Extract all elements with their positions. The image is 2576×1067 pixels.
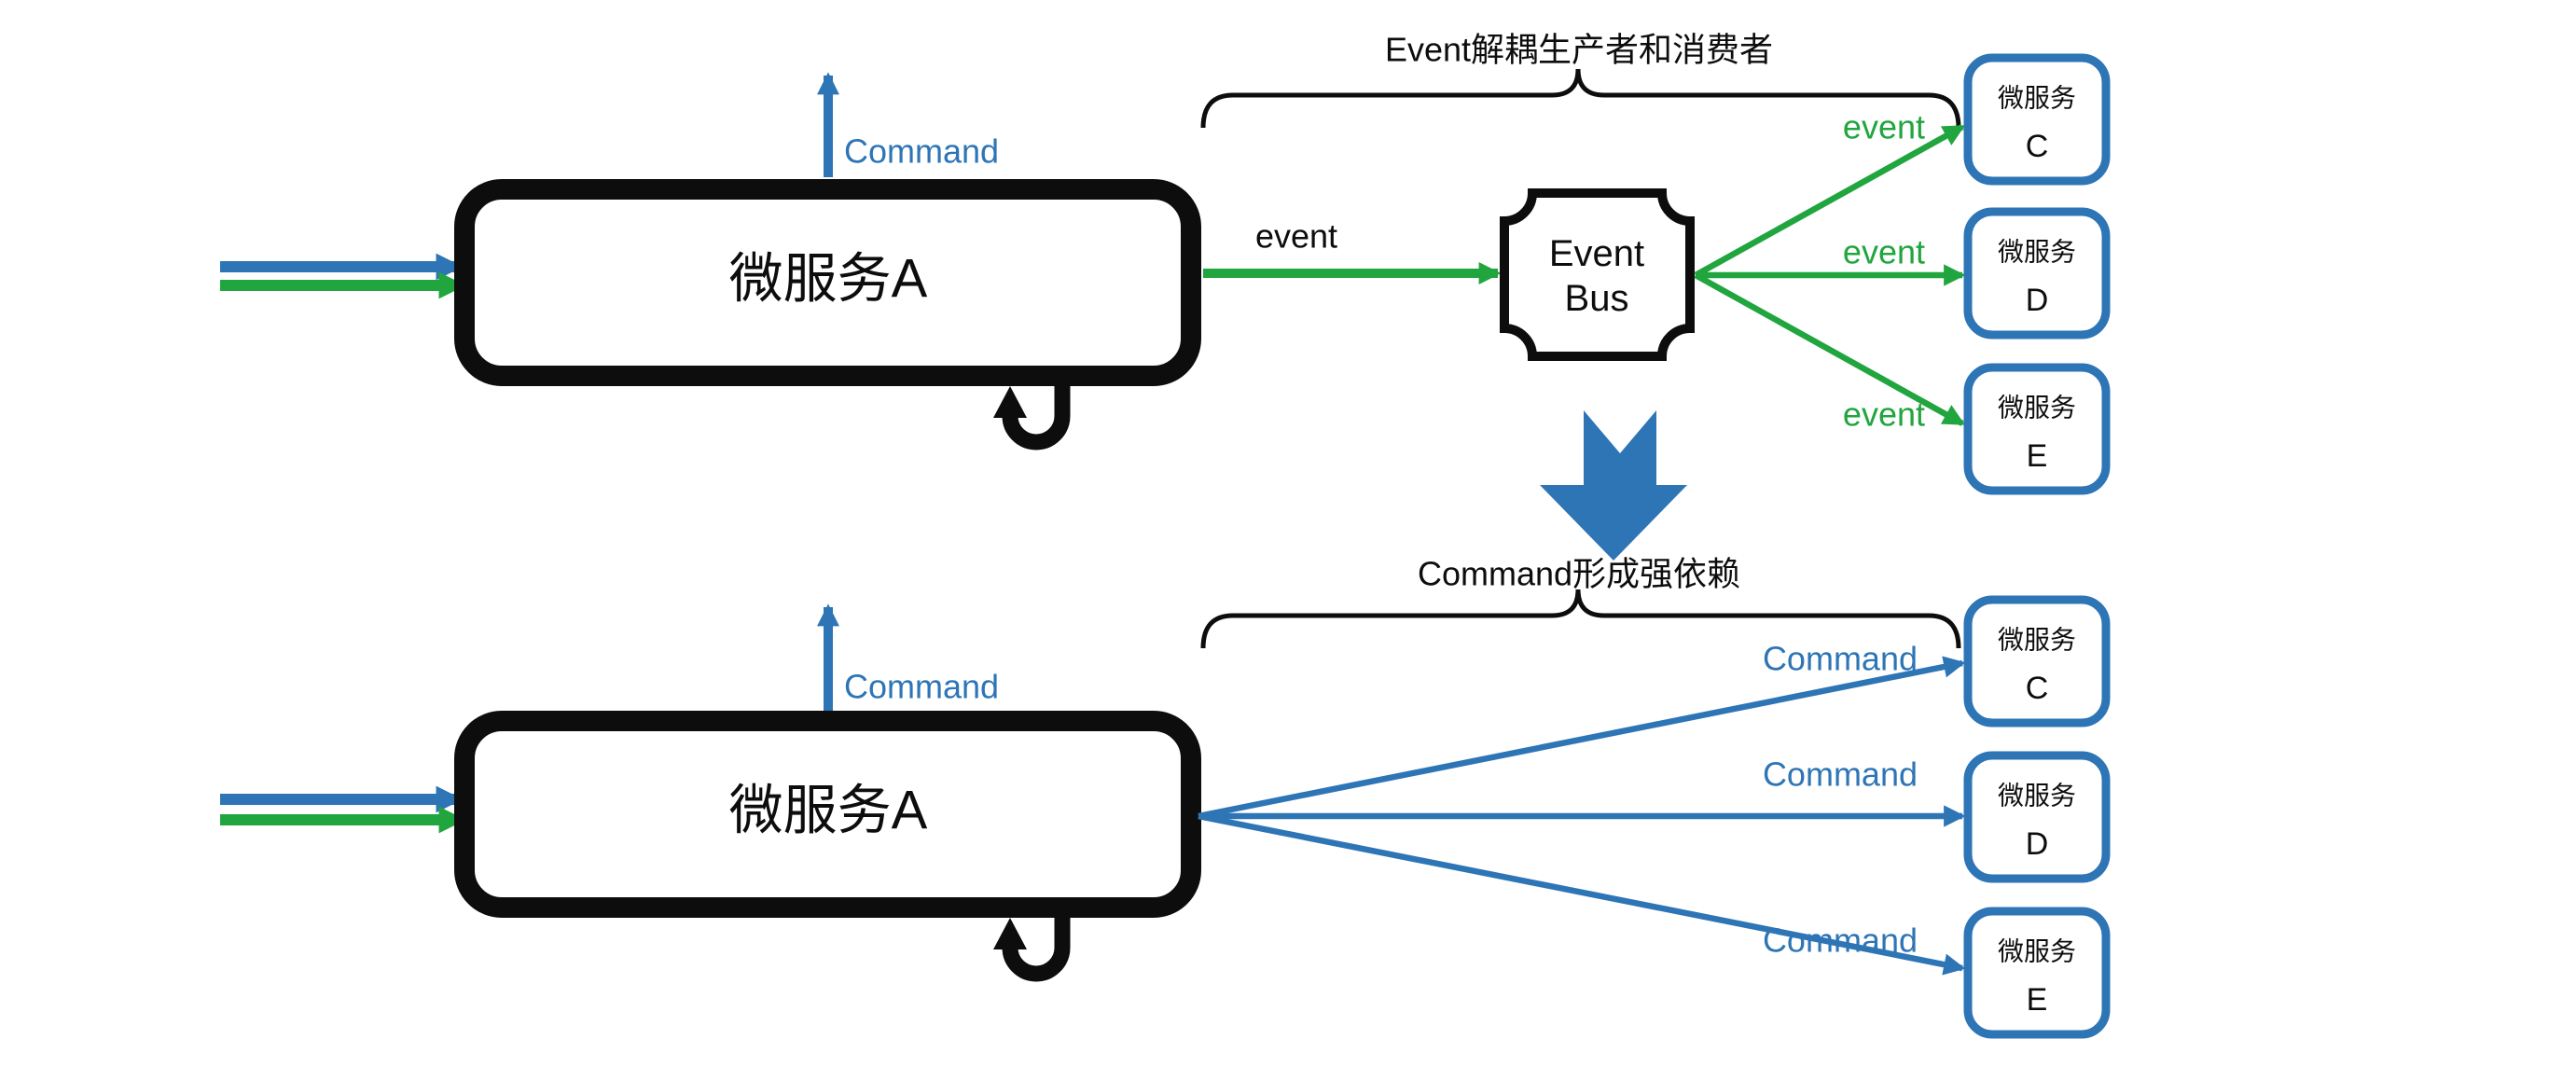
top-service-e: 微服务 E [1963,363,2111,495]
bottom-service-c-box [1963,595,2111,728]
top-service-c-box [1963,53,2111,186]
top-service-e-line2: E [2027,438,2048,474]
top-service-d-line1: 微服务 [1998,238,2076,267]
top-service-d-box [1963,207,2111,340]
top-self-loop [1002,369,1071,450]
top-fan-label-d: event [1843,233,1925,271]
top-title: Event解耦生产者和消费者 [1385,31,1773,69]
bottom-service-e-line1: 微服务 [1998,937,2076,966]
bottom-service-d-box [1963,751,2111,883]
bottom-fan-arrow-e [1198,812,1966,976]
top-service-a-label: 微服务A [729,249,928,310]
event-bus-label-line1: Event [1549,233,1644,274]
top-command-label: Command [844,132,999,171]
top-service-e-box [1963,363,2111,495]
top-service-a-box [454,179,1201,386]
bottom-self-loop-arrowhead [993,918,1027,949]
bottom-service-d-line1: 微服务 [1998,782,2076,811]
bottom-service-a-label: 微服务A [729,781,928,841]
bottom-command-label: Command [844,668,999,706]
top-service-c-line2: C [2026,129,2049,164]
top-fan-label-c: event [1843,108,1925,146]
bottom-brace [1200,589,1961,649]
bottom-service-e-line2: E [2027,982,2048,1018]
top-event-label: event [1255,217,1337,256]
bottom-fan-label-d: Command [1763,755,1918,794]
bottom-service-e: 微服务 E [1963,907,2111,1039]
bottom-service-c: 微服务 C [1963,595,2111,728]
bottom-title: Command形成强依赖 [1418,555,1740,593]
bottom-fan-label-c: Command [1763,640,1918,678]
top-service-e-line1: 微服务 [1998,394,2076,423]
top-service-c-line1: 微服务 [1998,84,2076,113]
bottom-diagram: Command形成强依赖 Command 微服务A Command Comman… [220,555,2111,1039]
top-service-d-line2: D [2026,283,2049,318]
bottom-service-c-line2: C [2026,671,2049,706]
transition-down-arrow [1540,410,1687,561]
bottom-fan-label-e: Command [1763,922,1918,960]
event-bus-label-line2: Bus [1565,278,1629,319]
top-self-loop-arrowhead [993,386,1027,418]
bottom-service-a-box [454,711,1201,918]
top-diagram: Event解耦生产者和消费者 Command 微服务A event Event … [220,31,2111,561]
top-fan-label-e: event [1843,395,1925,434]
bottom-service-e-box [1963,907,2111,1039]
bottom-fan-arrow-c [1198,656,1966,820]
bottom-service-d: 微服务 D [1963,751,2111,883]
top-fan-arrow-c [1694,124,1966,278]
bottom-service-c-line1: 微服务 [1998,626,2076,655]
top-fan-arrow-e [1694,272,1966,426]
bottom-self-loop [1002,901,1071,982]
top-service-c: 微服务 C [1963,53,2111,186]
event-bus-box [1500,188,1695,361]
top-brace [1200,68,1961,129]
top-service-d: 微服务 D [1963,207,2111,340]
bottom-service-d-line2: D [2026,826,2049,862]
